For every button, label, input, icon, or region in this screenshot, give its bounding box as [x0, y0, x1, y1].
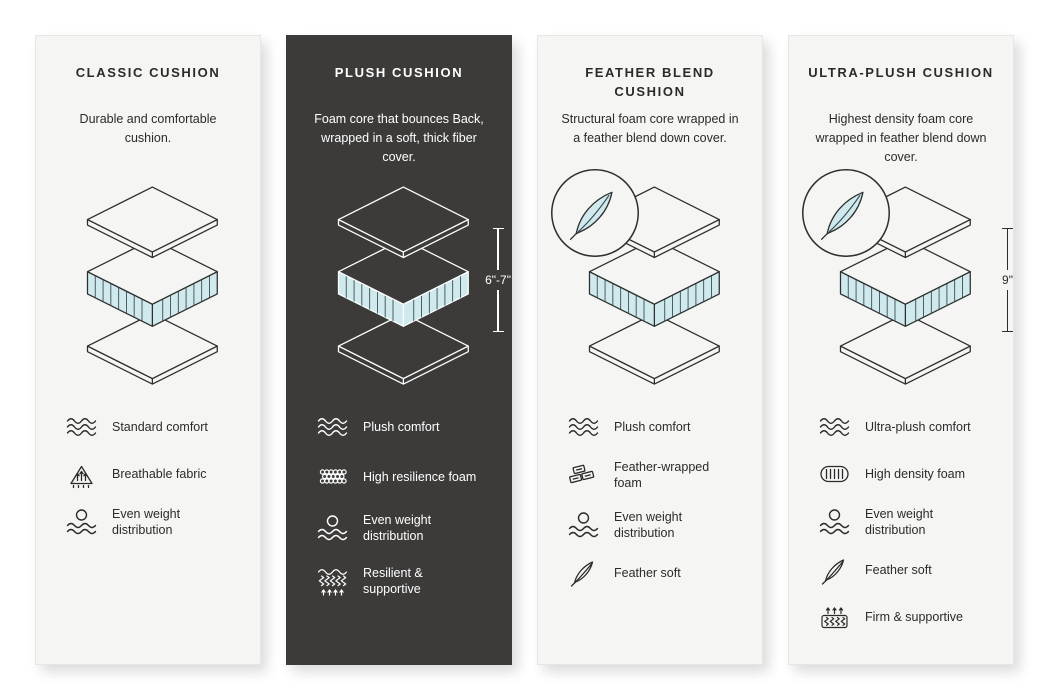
weight-distribution-icon	[566, 510, 601, 540]
list-item: Even weight distribution	[315, 512, 495, 545]
list-item: Firm & supportive	[817, 603, 997, 633]
weight-distribution-icon	[64, 507, 99, 537]
list-item: Breathable fabric	[64, 459, 244, 489]
list-item: Plush comfort	[315, 412, 495, 442]
cushion-diagram: 6"-7"	[303, 176, 511, 396]
list-item: High density foam	[817, 459, 997, 489]
weight-distribution-icon	[315, 513, 350, 543]
list-item: Feather-wrapped foam	[566, 459, 746, 492]
card-feather-blend-cushion: FEATHER BLEND CUSHION Structural foam co…	[537, 35, 763, 665]
cushion-diagram: 9"	[805, 176, 1013, 396]
list-item: Resilient & supportive	[315, 565, 495, 598]
feature-list: Ultra-plush comfort High density foam Ev…	[805, 408, 997, 633]
card-plush-cushion: PLUSH CUSHION Foam core that bounces Bac…	[286, 35, 512, 665]
bricks-icon	[566, 460, 601, 490]
list-item: High resilience foam	[315, 462, 495, 492]
feature-label: Ultra-plush comfort	[865, 419, 971, 434]
feature-label: Resilient & supportive	[363, 565, 423, 596]
honeycomb-icon	[315, 462, 350, 492]
card-description: Foam core that bounces Back, wrapped in …	[314, 112, 484, 164]
height-indicator: 9"	[1002, 228, 1013, 332]
list-item: Feather soft	[566, 558, 746, 588]
feather-icon	[566, 558, 601, 588]
list-item: Feather soft	[817, 556, 997, 586]
feature-label: Standard comfort	[112, 419, 208, 434]
feature-list: Standard comfort Breathable fabric Even …	[52, 408, 244, 539]
feature-label: Plush comfort	[614, 419, 691, 434]
feature-label: High density foam	[865, 466, 966, 481]
springs-icon	[315, 566, 350, 596]
ruler-line	[1006, 290, 1009, 331]
height-label: 9"	[1002, 273, 1013, 287]
feature-label: Even weight distribution	[865, 507, 934, 538]
ruler-tick	[1002, 228, 1013, 229]
ruler-line	[1006, 229, 1009, 270]
cushion-diagram	[554, 176, 750, 396]
feature-label: Even weight distribution	[363, 513, 432, 544]
list-item: Even weight distribution	[817, 506, 997, 539]
list-item: Standard comfort	[64, 412, 244, 442]
feature-label: Feather soft	[614, 565, 681, 580]
cushion-layers-illustration	[59, 176, 241, 390]
firm-support-icon	[817, 603, 852, 633]
card-title: FEATHER BLEND CUSHION	[585, 65, 715, 99]
high-density-foam-icon	[817, 459, 852, 489]
feature-label: High resilience foam	[363, 469, 477, 484]
list-item: Ultra-plush comfort	[817, 412, 997, 442]
feature-label: Even weight distribution	[614, 509, 683, 540]
weight-distribution-icon	[817, 507, 852, 537]
ruler-tick	[492, 331, 504, 332]
ruler-tick	[1002, 331, 1013, 332]
list-item: Even weight distribution	[64, 506, 244, 539]
card-description: Structural foam core wrapped in a feathe…	[561, 112, 739, 145]
card-title: PLUSH CUSHION	[334, 65, 464, 80]
card-title: CLASSIC CUSHION	[75, 65, 221, 80]
feature-label: Feather-wrapped foam	[614, 460, 710, 491]
list-item: Plush comfort	[566, 412, 746, 442]
feature-label: Firm & supportive	[865, 610, 963, 625]
waves-icon	[315, 412, 350, 442]
waves-icon	[64, 412, 99, 442]
ruler-line	[497, 290, 499, 331]
feature-label: Feather soft	[865, 563, 932, 578]
feather-badge	[799, 166, 893, 260]
card-ultra-plush-cushion: ULTRA-PLUSH CUSHION Highest density foam…	[788, 35, 1014, 665]
cushion-layers-illustration	[310, 176, 492, 390]
feather-icon	[817, 556, 852, 586]
feature-list: Plush comfort High resilience foam Even …	[303, 408, 495, 597]
ruler-line	[497, 229, 499, 270]
cushion-diagram	[52, 176, 248, 396]
card-classic-cushion: CLASSIC CUSHION Durable and comfortable …	[35, 35, 261, 665]
list-item: Even weight distribution	[566, 509, 746, 542]
card-description: Durable and comfortable cushion.	[79, 112, 217, 145]
feature-label: Plush comfort	[363, 419, 440, 434]
feature-label: Even weight distribution	[112, 507, 181, 538]
waves-icon	[566, 412, 601, 442]
feather-badge	[548, 166, 642, 260]
breathable-icon	[64, 459, 99, 489]
feature-label: Breathable fabric	[112, 466, 207, 481]
cushion-comparison-board: CLASSIC CUSHION Durable and comfortable …	[35, 35, 1014, 665]
height-indicator: 6"-7"	[485, 228, 511, 332]
feature-list: Plush comfort Feather-wrapped foam Even …	[554, 408, 746, 588]
ruler-tick	[492, 228, 504, 229]
height-label: 6"-7"	[485, 273, 511, 287]
waves-icon	[817, 412, 852, 442]
card-title: ULTRA-PLUSH CUSHION	[808, 65, 994, 80]
card-description: Highest density foam core wrapped in fea…	[815, 112, 987, 164]
